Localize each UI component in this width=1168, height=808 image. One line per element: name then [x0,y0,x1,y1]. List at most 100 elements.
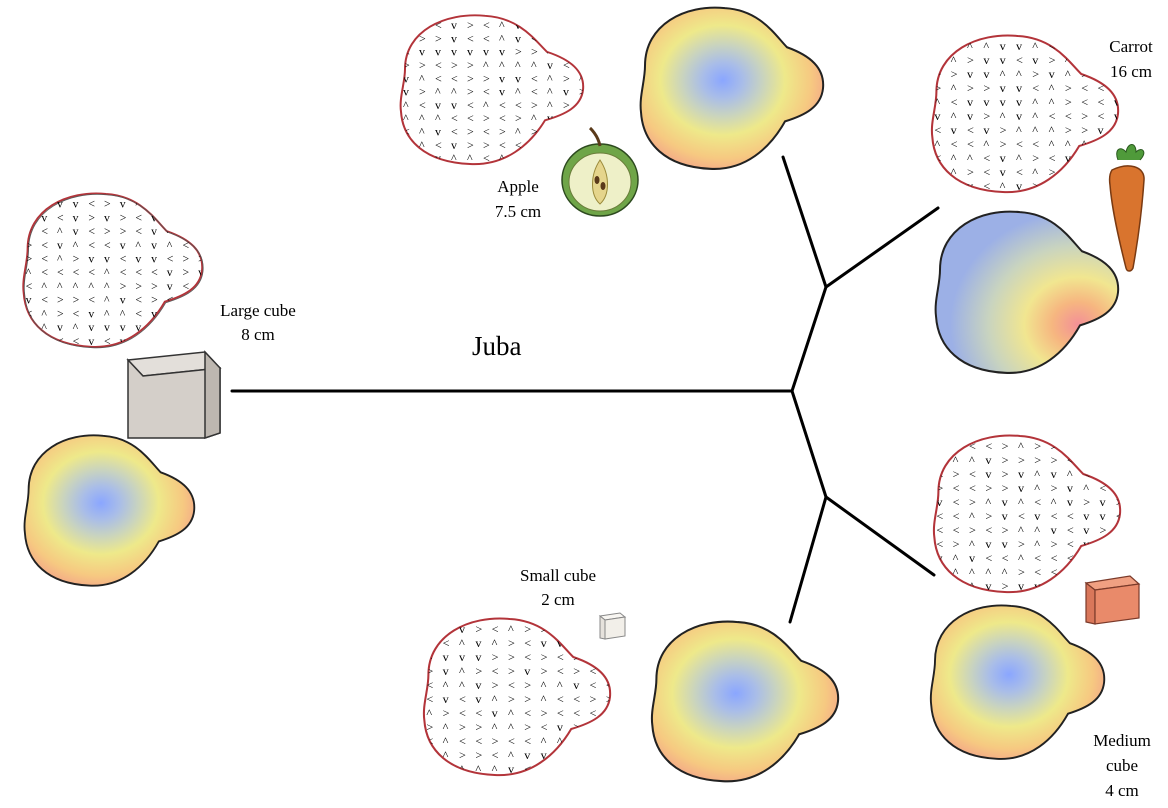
vector-arrow: < [1034,565,1041,579]
vector-arrow: < [451,73,458,86]
vector-arrow: < [563,59,570,72]
vector-arrow: < [524,650,531,664]
vector-arrow: > [419,86,426,99]
vector-arrow: < [1116,467,1123,481]
vector-arrow: < [951,95,958,109]
vector-arrow: ^ [515,86,521,99]
vector-arrow: < [1067,523,1074,537]
vector-arrow: > [579,126,586,139]
vector-arrow: < [557,664,564,678]
vector-arrow: ^ [953,551,959,565]
vector-arrow: > [120,280,127,293]
vector-arrow: ^ [557,622,563,636]
vector-arrow: ^ [419,126,425,139]
vector-arrow: > [967,165,974,179]
vector-arrow: v [443,664,450,678]
vector-arrow: ^ [967,39,973,53]
vector-arrow: ^ [547,99,553,112]
vector-arrow: > [483,73,490,86]
vector-arrow: < [934,179,941,193]
medium-cube-name-line2: cube [1106,756,1138,775]
vector-arrow: ^ [57,225,63,238]
vector-arrow: ^ [953,453,959,467]
vector-arrow: > [419,59,426,72]
vector-arrow: < [1116,509,1123,523]
large-cube-icon [126,350,222,440]
vector-arrow: < [483,126,490,139]
vector-arrow: v [426,636,433,650]
vector-arrow: v [120,198,126,211]
vector-arrow: ^ [492,636,498,650]
vector-arrow: > [1002,453,1009,467]
vector-arrow: v [57,239,63,252]
vector-arrow: v [563,46,569,59]
vector-arrow: > [1116,439,1123,453]
vector-arrow: < [1067,551,1074,565]
vector-arrow: < [531,73,538,86]
vector-arrow: ^ [57,280,63,293]
vector-arrow: ^ [1065,53,1071,67]
vector-arrow: > [1116,495,1123,509]
vector-arrow: v [57,198,63,211]
tree [230,155,940,624]
vector-arrow: > [467,59,474,72]
vector-arrow: v [1083,523,1090,537]
vector-arrow: v [563,86,569,99]
vector-arrow: ^ [1032,39,1038,53]
vector-arrow: > [508,692,515,706]
vector-arrow: < [590,678,597,692]
vector-arrow: < [57,266,64,279]
vector-arrow: ^ [563,33,569,46]
vector-arrow: > [531,99,538,112]
vector-arrow: ^ [934,137,940,151]
vector-arrow: v [104,253,110,266]
vector-arrow: ^ [951,151,957,165]
vector-arrow: ^ [1083,481,1089,495]
vector-arrow: ^ [951,81,957,95]
vector-arrow: ^ [1100,551,1106,565]
vector-arrow: v [451,99,457,112]
vector-arrow: < [135,307,142,320]
small-cube-heatmap [650,620,840,783]
vector-arrow: v [1034,509,1041,523]
vector-arrow: > [1100,439,1107,453]
vector-arrow: < [1098,39,1105,53]
apple-vector-map: v<<v><^vvv^^v>>v<<^v<<^><vvvvvv>>^v>>><>… [399,14,586,166]
vector-arrow: v [151,225,157,238]
vector-arrow: < [403,126,410,139]
vector-arrow: > [26,253,33,266]
vector-arrow: > [1002,439,1009,453]
vector-arrow: > [563,73,570,86]
vector-arrow: ^ [492,720,498,734]
vector-arrow: ^ [419,139,425,152]
vector-arrow: < [1065,39,1072,53]
large-cube-size: 8 cm [241,325,275,344]
vector-arrow: < [953,523,960,537]
vector-arrow: v [1002,509,1009,523]
vector-arrow: ^ [104,307,110,320]
vector-arrow: v [508,762,515,776]
vector-arrow: v [524,664,531,678]
vector-arrow: < [492,622,499,636]
vector-arrow: v [88,253,94,266]
vector-arrow: < [936,509,943,523]
vector-arrow: < [524,706,531,720]
vector-arrow: ^ [969,453,975,467]
vector-arrow: > [467,86,474,99]
vector-arrow: v [451,46,457,59]
vector-arrow: > [983,109,990,123]
vector-arrow: < [606,678,613,692]
vector-arrow: < [606,720,613,734]
vector-arrow: v [475,636,482,650]
vector-arrow: ^ [1049,137,1055,151]
vector-arrow: < [403,152,410,165]
vector-arrow: v [557,762,564,776]
vector-arrow: v [1016,39,1023,53]
vector-arrow: v [73,211,79,224]
vector-arrow: v [1100,495,1107,509]
vector-arrow: v [524,748,531,762]
vector-arrow: ^ [579,112,585,125]
vector-arrow: ^ [1018,495,1024,509]
vector-arrow: ^ [541,734,547,748]
vector-arrow: ^ [1034,523,1040,537]
